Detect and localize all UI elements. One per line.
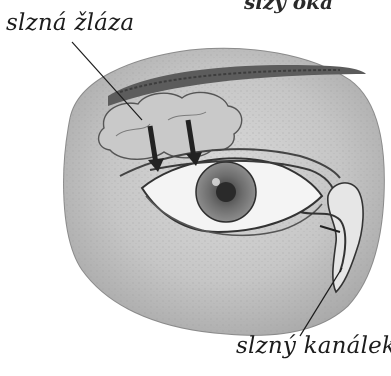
label-lacrimal-gland: slzná žláza [6, 10, 134, 36]
label-tear-canal: slzný kanálek [236, 333, 391, 359]
pupil [216, 182, 236, 202]
